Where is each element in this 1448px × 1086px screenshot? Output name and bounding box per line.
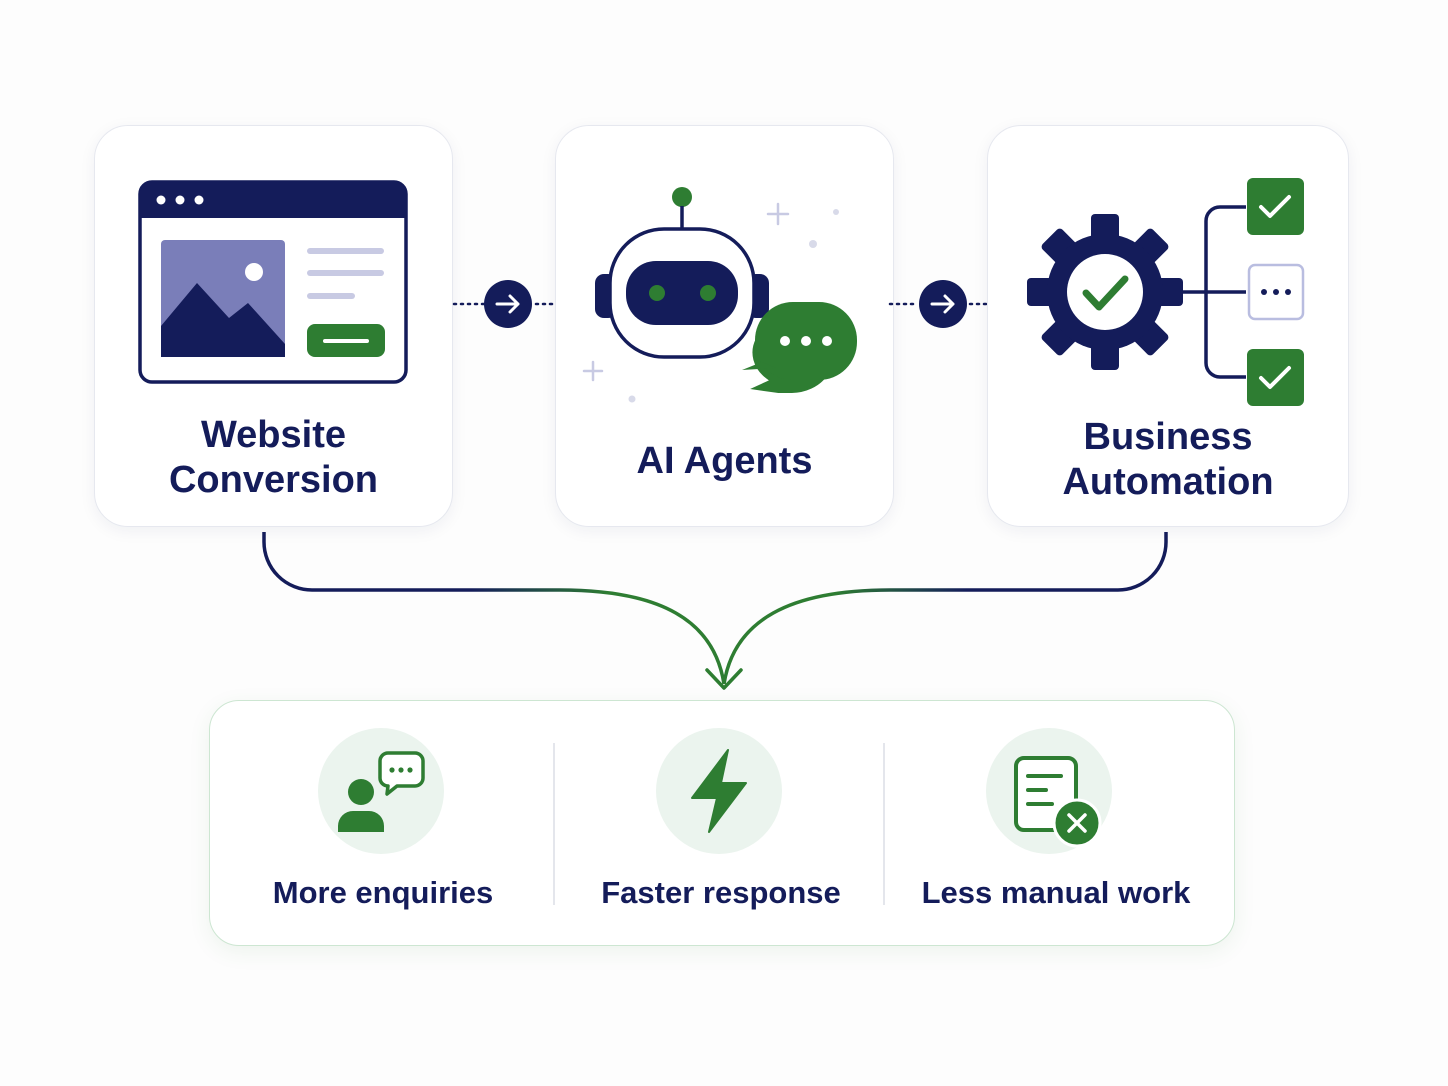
stage-title: Business Automation (1062, 416, 1274, 503)
benefit-label: More enquiries (272, 875, 494, 910)
stage-title: Website Conversion (168, 414, 379, 501)
lightning-icon (691, 749, 747, 833)
stage-card-website-conversion: Website Conversion (94, 125, 453, 527)
browser-window-icon (138, 180, 408, 384)
user-chat-icon (338, 751, 425, 832)
stage-card-ai-agents: AI Agents (555, 125, 894, 527)
robot-chat-icon (582, 187, 857, 403)
gear-checklist-icon (1027, 178, 1305, 406)
stage-title: AI Agents (636, 440, 813, 482)
arrow-right-icon (484, 280, 532, 328)
arrow-right-icon (919, 280, 967, 328)
benefit-label: Less manual work (921, 875, 1191, 910)
stage-card-business-automation: Business Automation (987, 125, 1349, 527)
benefit-icon-background (318, 728, 444, 854)
divider (553, 743, 555, 905)
document-x-icon (1014, 756, 1102, 848)
benefits-panel: More enquiries Faster response Less manu… (209, 700, 1235, 946)
benefit-label: Faster response (601, 875, 841, 910)
divider (883, 743, 885, 905)
flow-connector-1 (452, 280, 560, 328)
arrow-down-icon (705, 668, 743, 690)
